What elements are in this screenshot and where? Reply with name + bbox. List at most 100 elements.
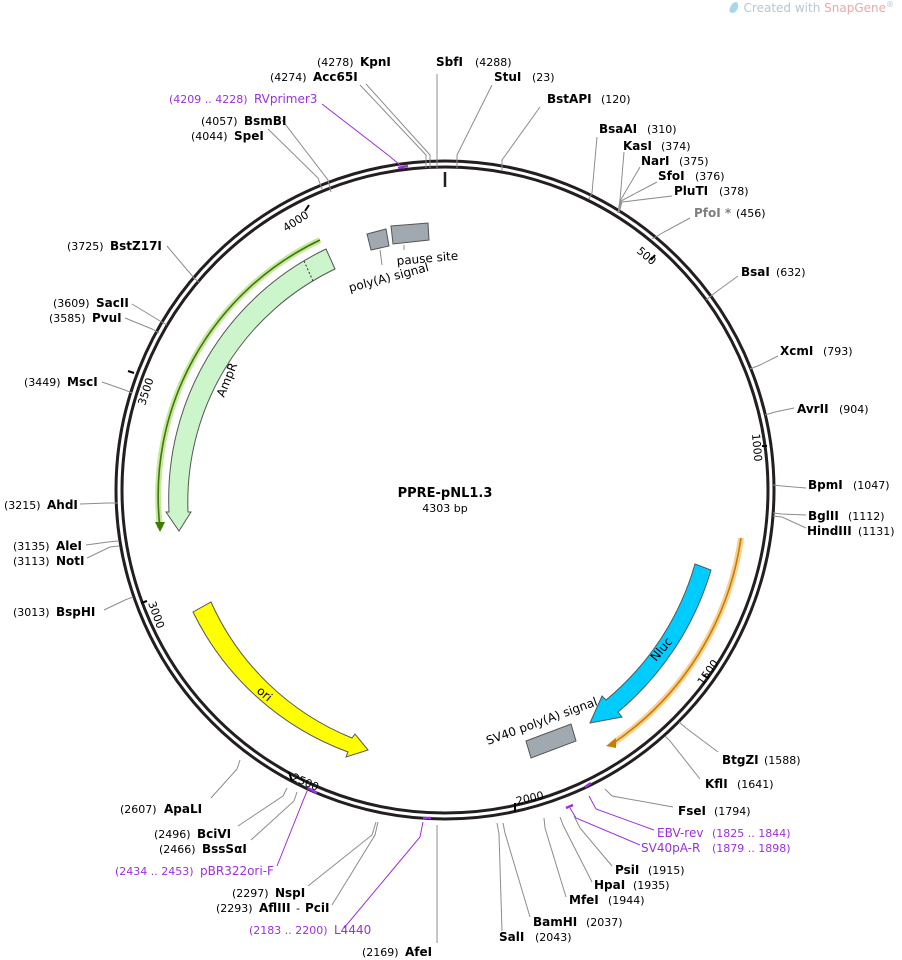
bsphi-pos: (3013) [13,606,50,619]
sv40-polya-feature [525,723,577,759]
tick-2000: 2000 [515,789,545,808]
sfoi-pos: (376) [695,170,725,183]
psii-site[interactable]: PsiI [615,863,639,877]
bglii-pos: (1112) [848,510,885,523]
snapgene-watermark: Created with SnapGene® [727,0,894,15]
pause-site-label: pause site [396,249,459,268]
nari-pos: (375) [679,155,709,168]
backbone [114,159,776,821]
hpai-pos: (1935) [633,879,670,892]
bsssai-site[interactable]: BssSαI [202,842,247,856]
nari-site[interactable]: NarI [641,154,670,168]
pluti-site[interactable]: PluTI [674,184,708,198]
site-labels: (4278) KpnI (4274) Acc65I SbfI (4288) St… [4,55,895,959]
tick-500: 500 [634,244,658,267]
afei-pos: (2169) [362,946,399,959]
ebv-rev-primer[interactable]: EBV-rev [657,826,703,840]
sacii-site[interactable]: SacII [96,296,129,310]
ori-feature [192,601,369,758]
msci-pos: (3449) [24,376,61,389]
nluc-feature [589,563,712,724]
watermark-mark: ® [886,0,894,9]
ebv-rev-range: (1825 .. 1844) [712,827,791,840]
apali-site[interactable]: ApaLI [164,802,202,816]
msci-site[interactable]: MscI [67,375,98,389]
rvprimer3-primer[interactable]: RVprimer3 [254,92,317,106]
fsei-site[interactable]: FseI [678,804,706,818]
bpmi-pos: (1047) [853,479,890,492]
ahdi-site[interactable]: AhdI [47,498,78,512]
bpmi-site[interactable]: BpmI [808,478,843,492]
noti-pos: (3113) [13,555,50,568]
mfei-pos: (1944) [608,894,645,907]
kpni-pos: (4278) [317,56,354,69]
xcmi-pos: (793) [823,345,853,358]
bsssai-pos: (2466) [159,843,196,856]
features: AmpR ori Nluc SV40 poly(A) signal poly(A… [155,222,744,759]
ampr-feature [165,248,336,532]
btgzi-site[interactable]: BtgZI [722,753,759,767]
pfoi-site[interactable]: PfoI * [694,206,732,220]
pfoi-pos: (456) [736,207,766,220]
sacii-pos: (3609) [53,297,90,310]
bsaai-site[interactable]: BsaAI [599,122,637,136]
psii-pos: (1915) [648,864,685,877]
kfli-pos: (1641) [737,778,774,791]
pcii-site[interactable]: PciI [305,901,330,915]
apali-pos: (2607) [120,803,157,816]
sbfi-site[interactable]: SbfI [436,55,463,69]
l4440-range: (2183 .. 2200) [249,924,328,937]
kfli-site[interactable]: KflI [705,777,728,791]
stui-site[interactable]: StuI [494,70,521,84]
bglii-site[interactable]: BglII [808,509,839,523]
afei-site[interactable]: AfeI [405,945,432,959]
site-leaders [79,74,807,943]
bsmbi-site[interactable]: BsmBI [244,114,286,128]
xcmi-site[interactable]: XcmI [780,344,813,358]
stui-pos: (23) [532,71,555,84]
nspi-site[interactable]: NspI [275,886,305,900]
bamhi-pos: (2037) [586,916,623,929]
mfei-site[interactable]: MfeI [569,893,599,907]
kasi-site[interactable]: KasI [623,139,652,153]
bstz17i-pos: (3725) [67,240,104,253]
alei-site[interactable]: AleI [56,539,82,553]
sbfi-pos: (4288) [475,56,512,69]
bstz17i-site[interactable]: BstZ17I [110,239,162,253]
l4440-primer[interactable]: L4440 [334,923,371,937]
tick-3500: 3500 [135,376,156,407]
tick-4000: 4000 [281,208,312,234]
watermark-brand: SnapGene [824,1,886,15]
pvui-pos: (3585) [49,312,86,325]
avrii-site[interactable]: AvrII [797,402,829,416]
bsai-site[interactable]: BsaI [741,265,770,279]
alei-pos: (3135) [13,540,50,553]
sv40pa-r-primer[interactable]: SV40pA-R [641,841,700,855]
spei-site[interactable]: SpeI [234,129,264,143]
bstapi-site[interactable]: BstAPI [547,92,592,106]
pbr322ori-f-range: (2434 .. 2453) [115,865,194,878]
fsei-pos: (1794) [714,805,751,818]
bcivi-site[interactable]: BciVI [197,827,231,841]
hpai-site[interactable]: HpaI [594,878,625,892]
pvui-site[interactable]: PvuI [92,311,122,325]
sfoi-site[interactable]: SfoI [658,169,685,183]
ahdi-pos: (3215) [4,499,41,512]
afliii-pos: (2293) [216,902,253,915]
kpni-site[interactable]: KpnI [360,55,391,69]
bsphi-site[interactable]: BspHI [56,605,95,619]
noti-site[interactable]: NotI [56,554,85,568]
sv40pa-r-range: (1879 .. 1898) [712,842,791,855]
kasi-pos: (374) [661,140,691,153]
acc65i-site[interactable]: Acc65I [313,70,358,84]
polya-signal-feature [366,228,390,251]
afliii-site[interactable]: AflIII [259,901,291,915]
primer-labels: (4209 .. 4228) RVprimer3 EBV-rev (1825 .… [115,92,791,937]
hindiii-site[interactable]: HindIII [807,524,852,538]
bamhi-site[interactable]: BamHI [533,915,577,929]
sali-site[interactable]: SalI [499,930,524,944]
pbr322ori-f-primer[interactable]: pBR322ori-F [200,864,274,878]
bcivi-pos: (2496) [154,828,191,841]
primer-marks [276,103,655,929]
